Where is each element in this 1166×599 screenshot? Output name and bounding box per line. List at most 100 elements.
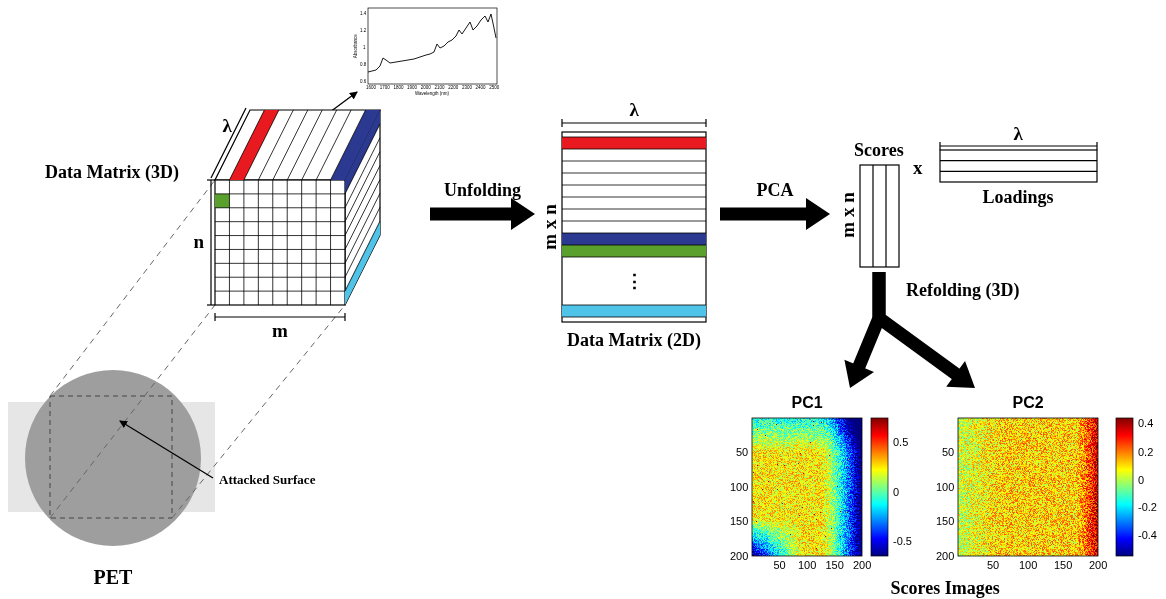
tick-label: 1600: [366, 86, 376, 91]
tick-label: 2100: [435, 86, 445, 91]
grid-line: [316, 180, 317, 305]
axis-tick: 50: [774, 559, 786, 572]
spectrum-plot: [368, 8, 497, 84]
axis-tick: 150: [936, 515, 954, 528]
dimension-brackets: [207, 108, 1097, 321]
grid-line: [345, 152, 380, 222]
axis-tick: 100: [936, 481, 954, 494]
axis-title: Wavelength (nm): [415, 92, 449, 97]
diagram-node: PET: [8, 368, 218, 596]
diagram-node: Loadings: [935, 143, 1102, 210]
grid-line: [345, 193, 380, 263]
scores-loadings-matrices: [860, 150, 1097, 267]
dimension-label: m x n: [836, 192, 858, 237]
colorbar-tick: -0.5: [893, 535, 912, 548]
grid-line: [345, 207, 380, 277]
grid-line: [215, 221, 345, 222]
grid-line: [345, 138, 380, 208]
grid-line: [287, 180, 288, 305]
grid-line: [244, 110, 279, 180]
attacked-surface-pointer: [120, 421, 213, 478]
grid-line: [345, 221, 380, 291]
row-line: [562, 185, 706, 186]
heading: Scores: [854, 140, 904, 161]
unfolded-matrix: [562, 132, 706, 322]
axis-title: Absorbance: [354, 34, 359, 58]
axis-tick: 50: [987, 559, 999, 572]
row-line: [562, 257, 706, 258]
dimension-label: λ: [223, 115, 232, 137]
callout-label: Attacked Surface: [219, 473, 315, 488]
axis-tick: 200: [853, 559, 871, 572]
grid-line: [243, 180, 244, 305]
tick-label: 1700: [380, 86, 390, 91]
grid-line: [345, 166, 380, 236]
colorbar-tick: 0.2: [1138, 446, 1153, 459]
grid-line: [287, 110, 322, 180]
axis-tick: 100: [1019, 559, 1037, 572]
tick-label: 1800: [393, 86, 403, 91]
dimension-label: λ: [1014, 123, 1023, 145]
grid-line: [215, 263, 345, 264]
flow-arrow: [720, 198, 830, 230]
tick-label: 0.6: [360, 80, 366, 85]
data-cube: [215, 110, 380, 305]
axis-tick: 150: [826, 559, 844, 572]
axis-tick: 100: [730, 481, 748, 494]
dimension-label: m: [272, 320, 288, 342]
row-line: [562, 317, 706, 318]
tick-label: 2500: [489, 86, 499, 91]
grid-line: [215, 193, 345, 194]
row-line: [562, 245, 706, 246]
grid-line: [215, 249, 345, 250]
edge-label: Refolding (3D): [906, 280, 1020, 301]
grid-line: [258, 110, 293, 180]
grid-line: [316, 110, 351, 180]
grid-line: [215, 291, 345, 292]
arrow-shaft: [430, 208, 513, 221]
axis-tick: 200: [730, 550, 748, 563]
row-line: [562, 305, 706, 306]
arrow-head: [806, 198, 830, 230]
grid-line: [215, 277, 345, 278]
pet-sample: [8, 370, 215, 546]
grid-line: [215, 207, 345, 208]
spectrum-pointer: [330, 92, 357, 112]
arrow-head: [511, 198, 535, 230]
diagram-node: Data Matrix (2D): [535, 125, 720, 353]
colorbar-tick: -0.4: [1138, 529, 1157, 542]
dimension-label: n: [194, 231, 205, 253]
tick-label: 1900: [407, 86, 417, 91]
tick-label: 2200: [448, 86, 458, 91]
image-title: PC2: [1013, 394, 1044, 412]
grid-line: [331, 110, 366, 180]
axis-tick: 200: [936, 550, 954, 563]
tick-label: 1.2: [360, 29, 366, 34]
ellipsis: ⋮: [625, 271, 644, 293]
sample-name: PET: [94, 566, 133, 589]
grid-line: [272, 180, 273, 305]
axis-tick: 200: [1089, 559, 1107, 572]
dimension-label: λ: [630, 99, 639, 121]
grid-line: [258, 180, 259, 305]
tick-label: 2000: [421, 86, 431, 91]
row-line: [562, 173, 706, 174]
tick-label: 2400: [476, 86, 486, 91]
axis-tick: 150: [730, 515, 748, 528]
grid-line: [345, 179, 380, 249]
tick-label: 1: [363, 46, 366, 51]
flow-arrow: [430, 198, 535, 230]
tick-label: 0.8: [360, 63, 366, 68]
axis-tick: 50: [942, 446, 954, 459]
grid-line: [273, 110, 308, 180]
projection-lines: [50, 180, 345, 518]
row-line: [562, 137, 706, 138]
edge-label: PCA: [757, 180, 794, 201]
colorbar-tick: 0: [1138, 474, 1144, 487]
grid-line: [215, 235, 345, 236]
axis-tick: 100: [798, 559, 816, 572]
diagram-node: PC2: [930, 388, 1162, 578]
multiply-sign: x: [913, 157, 923, 179]
grid-line: [301, 180, 302, 305]
row-line: [562, 233, 706, 234]
